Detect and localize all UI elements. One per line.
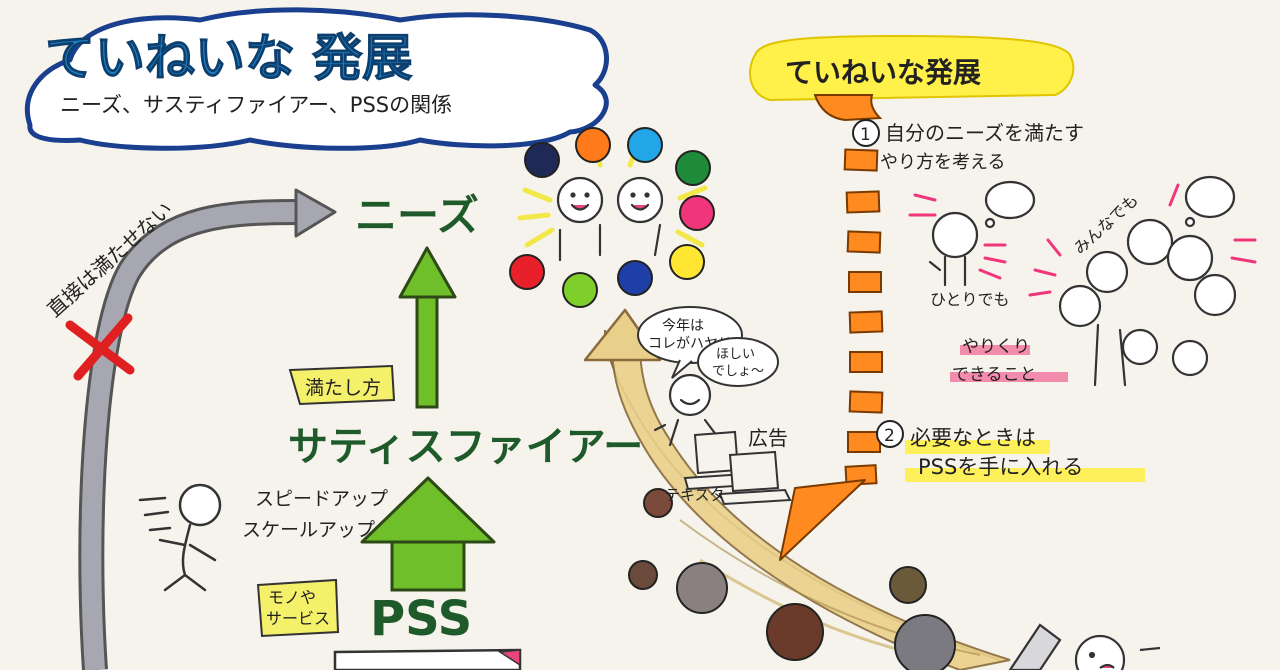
ball-green	[675, 150, 711, 186]
bubble-trend-line1: 今年は	[662, 318, 704, 334]
satisfier-label: サティスファイアー	[288, 424, 643, 470]
step2-number: 2	[884, 426, 895, 446]
thinking-person-icon	[908, 180, 1036, 287]
speech-bubble-want	[697, 337, 779, 387]
ball-red	[509, 254, 545, 290]
right-banner	[749, 34, 1075, 102]
yarikuri-line1: やりくり	[962, 337, 1030, 357]
step2-line2: PSSを手に入れる	[918, 455, 1083, 479]
running-person-icon	[138, 483, 222, 592]
lying-person-icon	[1008, 623, 1161, 670]
ad-label: 広告	[748, 426, 788, 450]
ball-cyan	[627, 127, 663, 163]
bubble-want-line2: でしょ〜	[712, 364, 764, 379]
ball-navy	[524, 142, 560, 178]
alone-label: ひとりでも	[930, 290, 1010, 309]
yarikuri-line2: できること	[952, 365, 1037, 385]
step2-circle	[876, 420, 904, 448]
step1-line2: やり方を考える	[880, 152, 1005, 173]
pss-label: PSS	[370, 591, 472, 647]
satisfier-note	[288, 364, 396, 406]
step2-highlight	[905, 440, 1145, 482]
laptop-icon	[683, 430, 792, 506]
title-sub: ニーズ、サスティファイアー、PSSの関係	[60, 93, 452, 117]
speedup-label: スピードアップ	[255, 488, 388, 510]
salesperson-icon	[653, 373, 722, 447]
step2-line1: 必要なときは	[910, 426, 1036, 450]
tech-label: テキスタ	[665, 486, 725, 504]
direct-arrow	[78, 188, 337, 670]
needs-label: ニーズ	[355, 191, 479, 240]
step1-line1: 自分のニーズを満たす	[885, 121, 1084, 145]
group-people-icon	[1028, 175, 1257, 387]
satisfier-note-label: 満たし方	[305, 377, 381, 399]
ball-pink	[679, 195, 715, 231]
orange-process-arrow	[779, 94, 884, 561]
pss-note-line1: モノや	[268, 588, 316, 607]
scaleup-label: スケールアップ	[242, 519, 375, 541]
ball-blue	[617, 260, 653, 296]
pss-note-line2: サービス	[266, 609, 330, 628]
step1-number: 1	[860, 125, 871, 145]
pss-note	[256, 578, 340, 638]
satisfier-arrow	[360, 476, 496, 592]
title-cloud	[24, 7, 609, 151]
right-banner-label: ていねいな発展	[785, 56, 981, 89]
brown-balls	[628, 488, 956, 670]
step1-circle	[852, 119, 880, 147]
yarikuri-highlight	[950, 345, 1068, 382]
cross-mark-icon	[65, 313, 135, 381]
two-people-icon	[556, 176, 664, 262]
ball-orange	[575, 127, 611, 163]
title-main: ていねいな 発展	[45, 29, 412, 87]
pss-box	[333, 648, 522, 670]
ball-yellow	[669, 244, 705, 280]
ball-lime	[562, 272, 598, 308]
needs-arrow	[398, 246, 457, 409]
colored-balls	[509, 127, 715, 308]
bubble-want-line1: ほしい	[716, 347, 755, 362]
